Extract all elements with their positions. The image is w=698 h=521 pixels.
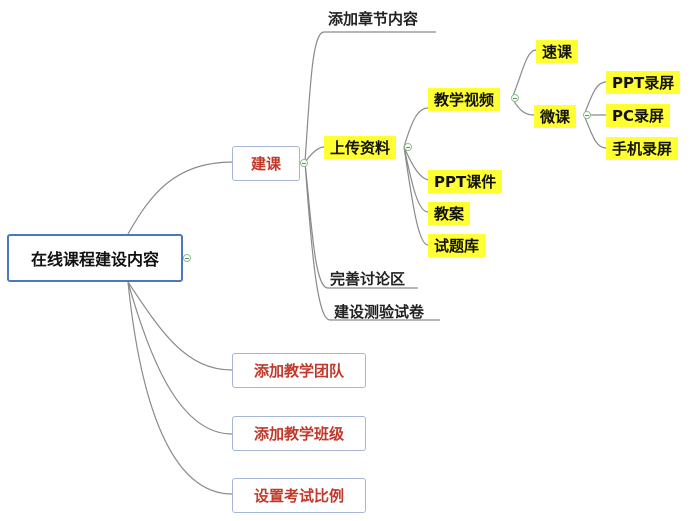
collapse-toggle-icon[interactable]	[300, 159, 308, 167]
connector-jianke-discussion	[304, 161, 418, 289]
connector-jianke-quiz	[304, 161, 440, 321]
connector-upload-ppt	[403, 146, 431, 181]
topic-add-chapter[interactable]: 添加章节内容	[328, 10, 419, 28]
topic-micro[interactable]: 微课	[534, 105, 577, 128]
topic-pc-rec[interactable]: PC录屏	[606, 104, 671, 127]
branch-jianke[interactable]: 建课	[232, 146, 300, 181]
topic-video[interactable]: 教学视频	[428, 88, 501, 111]
connector-root-jianke	[127, 161, 233, 235]
topic-phone-rec[interactable]: 手机录屏	[606, 137, 679, 160]
connector-root-ratio	[127, 281, 233, 495]
branch-team[interactable]: 添加教学团队	[232, 353, 366, 388]
branch-ratio[interactable]: 设置考试比例	[232, 478, 366, 513]
collapse-toggle-icon[interactable]	[511, 94, 519, 102]
topic-upload[interactable]: 上传资料	[324, 136, 397, 159]
connector-jianke-upload	[304, 146, 325, 163]
topic-lesson-plan[interactable]: 教案	[428, 202, 471, 225]
connector-video-quick	[511, 49, 537, 99]
topic-discussion[interactable]: 完善讨论区	[330, 270, 406, 288]
root-node[interactable]: 在线课程建设内容	[7, 234, 183, 282]
topic-quiz[interactable]: 建设测验试卷	[334, 303, 425, 321]
collapse-toggle-icon[interactable]	[183, 254, 191, 262]
connector-root-class	[127, 281, 233, 435]
topic-ppt[interactable]: PPT课件	[428, 170, 503, 193]
branch-class[interactable]: 添加教学班级	[232, 416, 366, 451]
collapse-toggle-icon[interactable]	[404, 143, 412, 151]
connector-upload-question-bank	[403, 146, 429, 246]
connector-jianke-add-chapter	[304, 31, 436, 163]
connector-micro-phone-rec	[583, 114, 607, 149]
topic-ppt-rec[interactable]: PPT录屏	[606, 71, 681, 94]
connector-root-team	[127, 281, 233, 371]
collapse-toggle-icon[interactable]	[583, 111, 591, 119]
topic-question-bank[interactable]: 试题库	[428, 234, 486, 257]
topic-quick[interactable]: 速课	[536, 40, 579, 63]
connector-upload-lesson-plan	[403, 146, 429, 213]
connector-micro-ppt-rec	[583, 81, 607, 116]
connector-upload-video	[403, 107, 429, 148]
